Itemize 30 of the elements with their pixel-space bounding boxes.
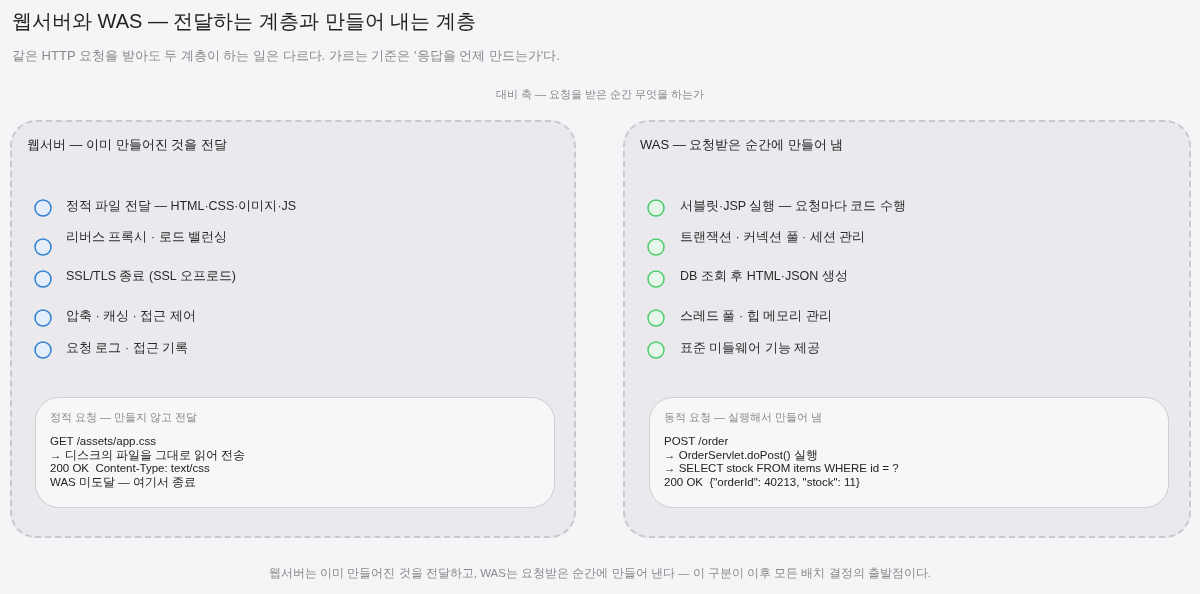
feature-text: 요청 로그 · 접근 기록 (66, 341, 189, 356)
code-line: GET /assets/app.css (50, 435, 156, 449)
code-line: 200 OK {"orderId": 40213, "stock": 11} (664, 475, 860, 490)
caption: 웹서버는 이미 만들어진 것을 전달하고, WAS는 요청받은 순간에 만들어 낸다 — 이 구분이 이후 모든 배치 결정의 출발점이다. (269, 567, 931, 581)
feature-text: 정적 파일 전달 — HTML·CSS·이미지·JS (66, 199, 297, 214)
feature-text: 트랜잭션 · 커넥션 풀 · 세션 관리 (680, 230, 866, 245)
code-line: → 디스크의 파일을 그대로 읽어 전송 (50, 448, 246, 463)
code-card (649, 397, 1169, 508)
feature-text: DB 조회 후 HTML·JSON 생성 (680, 269, 848, 284)
feature-text: 서블릿·JSP 실행 — 요청마다 코드 수행 (680, 199, 906, 214)
dashed-panel (10, 120, 576, 538)
code-line: → SELECT stock FROM items WHERE id = ? (664, 462, 899, 476)
feature-text: SSL/TLS 종료 (SSL 오프로드) (66, 269, 236, 284)
code-card (35, 397, 555, 508)
axis-label: 대비 축 — 요청을 받은 순간 무엇을 하는가 (495, 88, 705, 102)
code-line: 200 OK Content-Type: text/css (50, 462, 210, 476)
panel-heading: WAS — 요청받은 순간에 만들어 냄 (640, 137, 844, 153)
subtitle: 같은 HTTP 요청을 받아도 두 계층이 하는 일은 다르다. 가르는 기준은 '응답을 언제 만드는가'다. (12, 48, 560, 64)
feature-text: 스레드 풀 · 힙 메모리 관리 (680, 309, 832, 324)
code-line: → OrderServlet.doPost() 실행 (664, 448, 818, 463)
feature-text: 표준 미들웨어 기능 제공 (680, 341, 821, 356)
feature-text: 리버스 프록시 · 로드 밸런싱 (66, 230, 228, 245)
code-line: POST /order (664, 435, 729, 449)
feature-text: 압축 · 캐싱 · 접근 제어 (66, 309, 196, 324)
panel-heading: 웹서버 — 이미 만들어진 것을 전달 (27, 137, 228, 153)
card-heading: 동적 요청 — 실행해서 만들어 냄 (664, 411, 823, 425)
dashed-panel (623, 120, 1191, 538)
title: 웹서버와 WAS — 전달하는 계층과 만들어 내는 계층 (12, 9, 476, 33)
code-line: WAS 미도달 — 여기서 종료 (50, 475, 197, 490)
card-heading: 정적 요청 — 만들지 않고 전달 (50, 411, 198, 425)
